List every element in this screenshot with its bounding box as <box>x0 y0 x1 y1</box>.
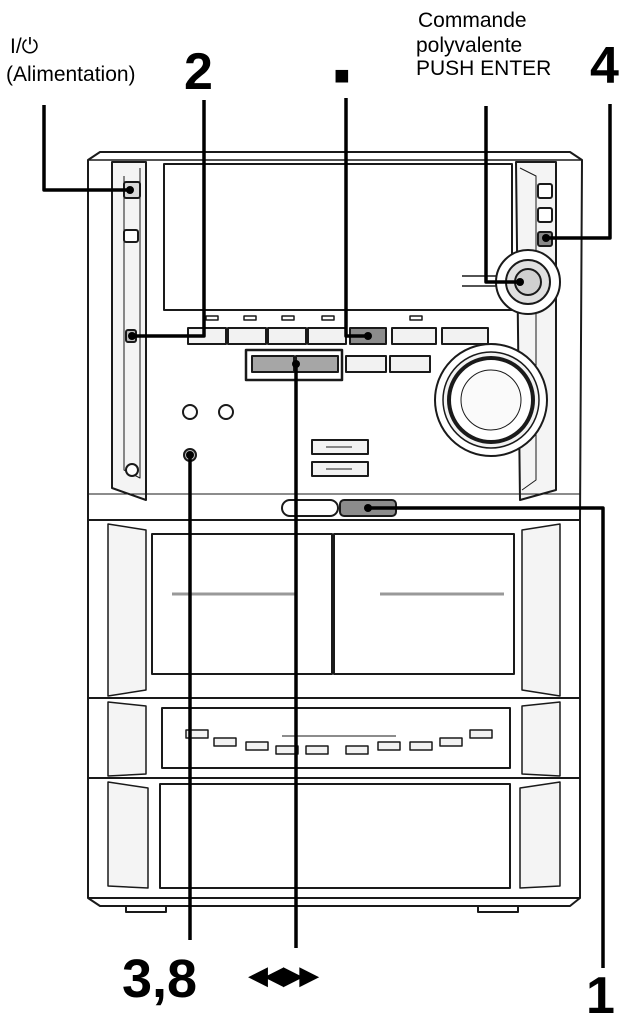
multi-control-line3: PUSH ENTER <box>416 57 552 80</box>
equalizer-sliders[interactable] <box>185 729 493 755</box>
multi-control-line2: polyvalente <box>416 34 523 57</box>
step-label-2: 2 <box>184 43 213 101</box>
dot-disc <box>364 504 372 512</box>
leader-stop <box>344 98 368 338</box>
row-button-7[interactable] <box>441 327 489 345</box>
dot-function <box>128 332 136 340</box>
foot-right <box>477 905 519 913</box>
jack-left <box>182 404 198 420</box>
jack-right <box>218 404 234 420</box>
indicator-row <box>205 315 423 321</box>
skip-symbols-label: ◀◀ ▶▶ <box>248 960 319 990</box>
open-close-button[interactable] <box>281 499 339 517</box>
step-label-1: 1 <box>586 967 615 1025</box>
foot-left <box>125 905 167 913</box>
leader-function <box>132 100 206 338</box>
skip-buttons-highlight <box>244 348 344 382</box>
right-button-top <box>537 183 553 199</box>
step-label-3-8: 3,8 <box>122 949 198 1009</box>
leader-right-button <box>546 104 612 240</box>
base <box>87 897 581 907</box>
skip-forward-button[interactable] <box>295 355 339 373</box>
dot-right-button <box>542 234 550 242</box>
function-button-row <box>187 327 489 345</box>
multi-control-line1: Commande <box>418 9 527 32</box>
skip-back-button[interactable] <box>251 355 295 373</box>
row-button-3[interactable] <box>267 327 307 345</box>
dot-power <box>126 186 134 194</box>
dot-skip <box>292 360 300 368</box>
row2-button-b[interactable] <box>389 355 431 373</box>
leader-power <box>42 105 130 192</box>
dot-stop <box>364 332 372 340</box>
power-symbol-label: I/⏻ <box>10 35 39 58</box>
step-label-4: 4 <box>590 37 619 95</box>
row-button-6[interactable] <box>391 327 437 345</box>
dot-headphone <box>186 451 194 459</box>
display-window <box>163 163 513 311</box>
row2-button-a[interactable] <box>345 355 387 373</box>
cassette-door-right <box>333 533 515 675</box>
power-name-label: (Alimentation) <box>6 63 136 86</box>
row-button-4[interactable] <box>307 327 347 345</box>
leader-disc <box>368 506 605 968</box>
leader-multi-control <box>484 106 520 284</box>
cassette-door-left <box>151 533 333 675</box>
right-button-mid <box>537 207 553 223</box>
leader-lines <box>42 98 612 968</box>
row-button-2[interactable] <box>227 327 267 345</box>
left-indicator <box>125 463 139 477</box>
left-small-button <box>123 229 139 243</box>
stop-symbol-label: ■ <box>334 60 350 90</box>
dot-multi-control <box>516 278 524 286</box>
